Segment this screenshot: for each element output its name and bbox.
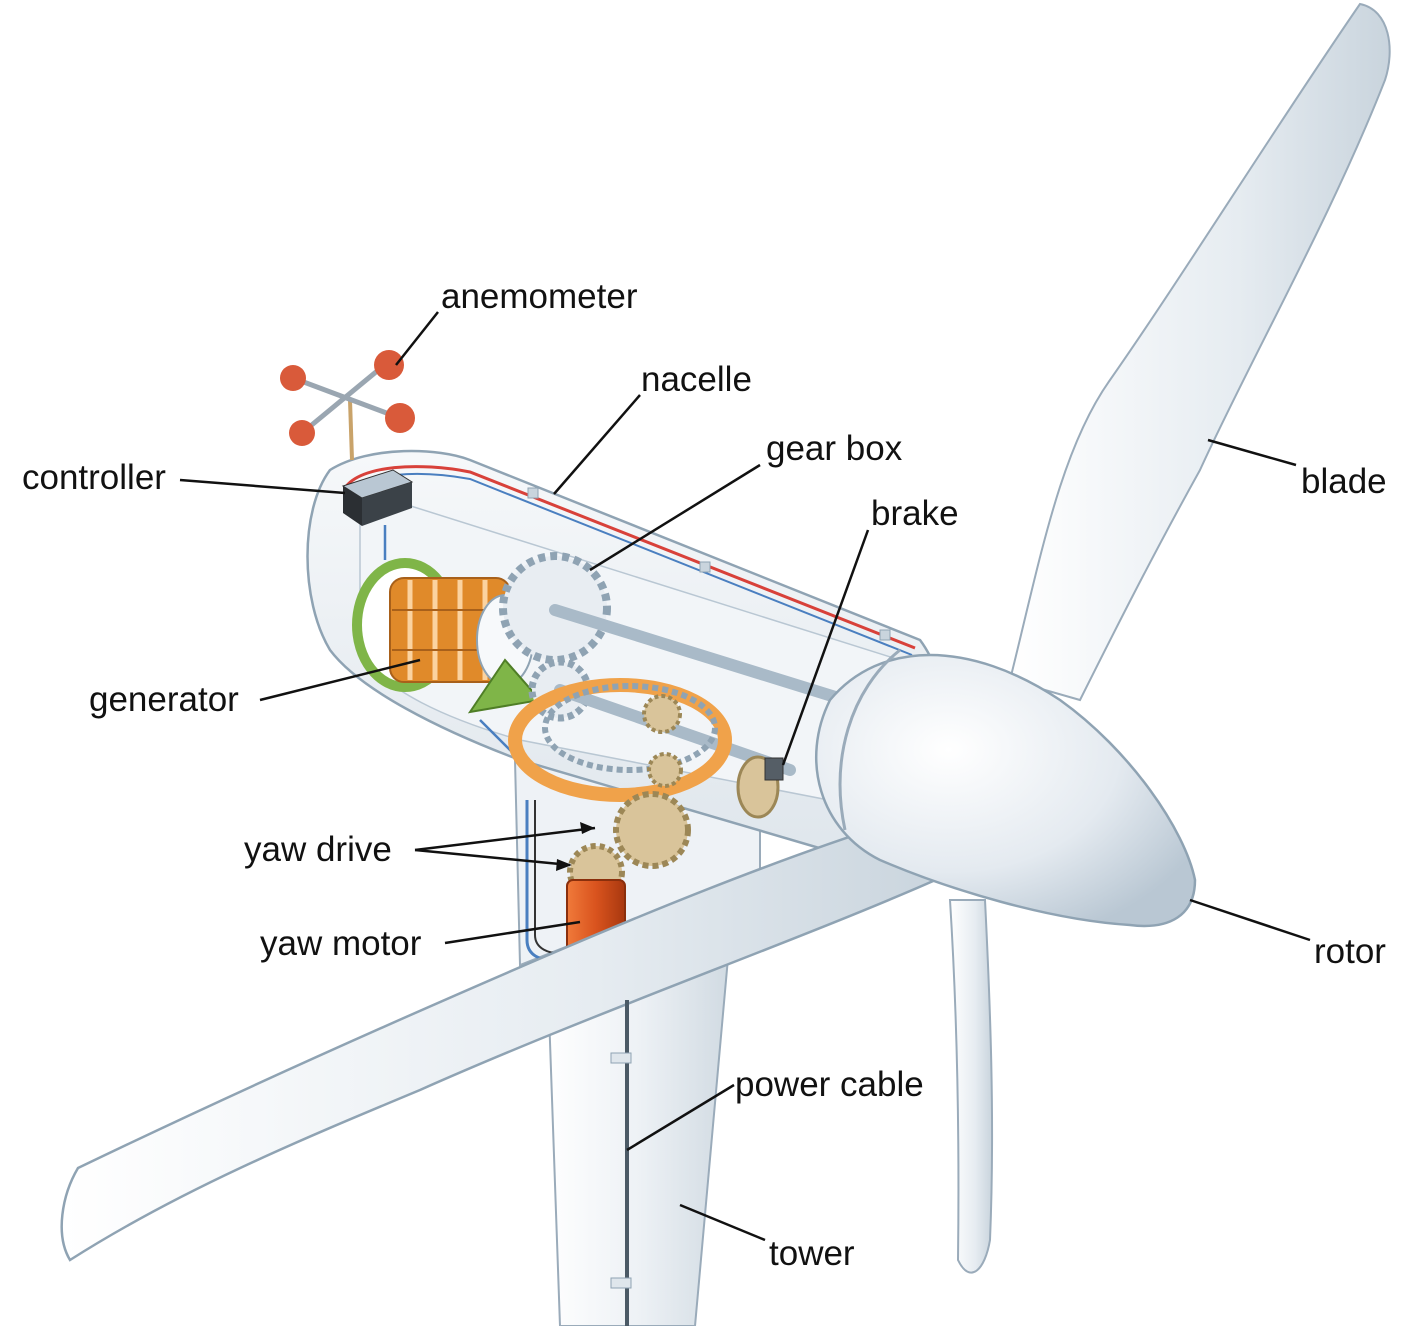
leader-rotor: [1189, 898, 1311, 942]
yaw-toothed-ring: [542, 683, 718, 773]
clip-3: [879, 629, 891, 641]
label-generator: generator: [89, 680, 239, 719]
label-blade: blade: [1301, 462, 1387, 501]
label-tower: tower: [769, 1234, 855, 1273]
nacelle-wire-red: [343, 465, 916, 650]
main-shaft-upper: [549, 604, 851, 706]
clip-2: [699, 561, 711, 573]
leader-yaw-drive-2: [414, 848, 571, 867]
label-anemometer: anemometer: [441, 277, 638, 316]
leader-power-cable: [626, 1083, 735, 1152]
rotor-hub: [815, 653, 1197, 928]
leader-gearbox: [589, 463, 761, 572]
tower-clamp-1: [610, 1052, 632, 1064]
leader-tower: [679, 1203, 766, 1242]
leader-controller: [179, 478, 346, 495]
label-yaw-drive: yaw drive: [244, 830, 392, 869]
leader-brake: [781, 529, 870, 766]
label-brake: brake: [871, 494, 959, 533]
tower-clamp-2: [610, 1277, 632, 1289]
label-nacelle: nacelle: [641, 360, 752, 399]
main-shaft-lower: [554, 684, 796, 776]
label-rotor: rotor: [1314, 932, 1386, 971]
yaw-gear-upper: [642, 694, 682, 734]
front-blade: [60, 808, 951, 1262]
leader-yaw-drive-1: [414, 826, 596, 852]
leader-generator: [259, 658, 421, 702]
leader-lines: [179, 311, 1311, 1242]
generator-green-cone: [467, 658, 542, 714]
leader-nacelle: [553, 394, 641, 495]
leader-yaw-motor: [444, 920, 581, 945]
label-controller: controller: [22, 458, 166, 497]
lower-blade: [948, 899, 994, 1274]
yaw-orange-ring: [508, 678, 732, 802]
yaw-drive-arrow-2: [556, 859, 572, 871]
anemometer-device: [280, 350, 415, 461]
upper-blade: [1008, 2, 1391, 702]
yaw-drive-arrow-1: [580, 822, 595, 834]
rotor-collar: [838, 648, 901, 831]
label-power-cable: power cable: [735, 1065, 924, 1104]
yaw-gear-mid: [647, 752, 683, 788]
clip-1: [527, 487, 539, 499]
label-yaw-motor: yaw motor: [260, 924, 422, 963]
controller-box: [341, 469, 414, 526]
label-gear-box: gear box: [766, 429, 903, 468]
leader-blade: [1207, 438, 1297, 467]
brake-caliper: [764, 757, 784, 781]
yaw-drive-gear-1: [613, 791, 691, 869]
leader-anemometer: [395, 311, 439, 366]
